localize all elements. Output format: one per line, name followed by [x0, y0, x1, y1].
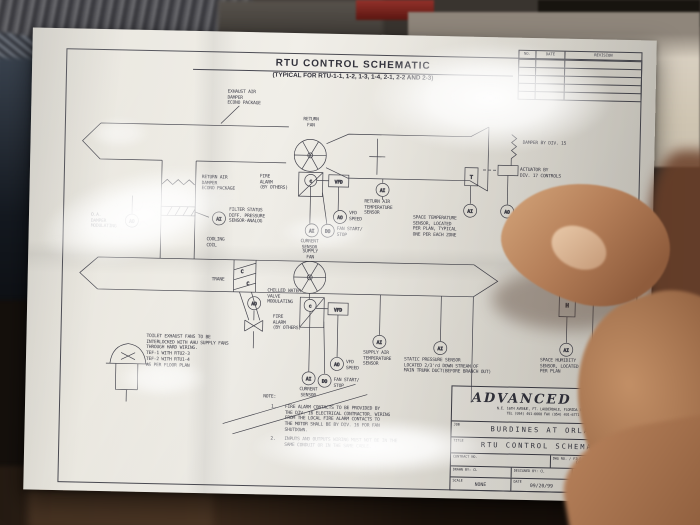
designed-by: DESIGNED BY: CL — [513, 468, 545, 474]
svg-text:c: c — [309, 179, 312, 184]
label-fan-start-stop-supply: FAN START/ STOP — [333, 377, 360, 389]
supply-fan-starter: c VFD AO DO AI — [299, 293, 349, 388]
date-label: DATE — [513, 479, 522, 484]
svg-text:H: H — [565, 303, 568, 309]
label-exhaust-air-damper: EXHAUST AIR DAMPER ECONO PACKAGE — [227, 89, 261, 107]
svg-text:DO: DO — [322, 379, 328, 385]
label-toilet-exhaust: TOILET EXHAUST FANS TO BE INTERLOCKED WI… — [145, 333, 229, 369]
label-cooling-coil: COOLING COIL — [206, 237, 225, 249]
thumbnail — [545, 217, 614, 278]
label-static-pressure: STATIC PRESSURE SENSOR LOCATED 2/3'rd DO… — [403, 357, 492, 376]
label-space-humidity: SPACE HUMIDITY SENSOR, LOCATED PER PLAN — [539, 358, 579, 376]
chilled-water-valve-icon: AO — [239, 291, 264, 349]
supply-air-temp-sensor-icon: AI — [372, 334, 387, 349]
label-fire-alarm-supply: FIRE ALARM (BY OTHERS) — [272, 314, 301, 332]
svg-text:AI: AI — [563, 348, 569, 354]
label-vfd-speed-supply: VFD SPEED — [345, 360, 359, 372]
label-trane: TRANE — [211, 277, 225, 283]
svg-text:AI: AI — [306, 376, 312, 382]
note-1-text: FIRE ALARM CONTACTS TO BE PROVIDED BY TH… — [284, 404, 391, 434]
date-value: 09/20/99 — [529, 484, 554, 490]
svg-text:AI: AI — [467, 209, 473, 215]
label-return-fan: RETURN FAN — [303, 117, 319, 129]
oa-damper-sensor-icon: AO — [125, 213, 139, 228]
label-space-temp: SPACE TEMPERATURE SENSOR, LOCATED PER PL… — [412, 215, 457, 239]
contract-label: CONTRACT NO. — [452, 454, 478, 459]
return-fan-icon — [293, 139, 327, 172]
drawn-by: DRAWN BY: CL — [452, 467, 478, 472]
static-pressure-sensor-icon: AI — [433, 341, 448, 355]
label-fire-alarm-return: FIRE ALARM (BY OTHERS) — [259, 174, 288, 192]
label-supply-air-temp: SUPPLY AIR TEMPERATURE SENSOR — [362, 350, 392, 368]
label-actuator-div17: ACTUATOR BY DIV. 17 CONTROLS — [519, 167, 562, 180]
label-current-sensor-supply: CURRENT SENSOR — [299, 387, 318, 399]
note-1-number: 1. — [270, 404, 277, 410]
scale-value: NONE — [474, 482, 487, 489]
label-fan-start-stop-return: FAN START/ STOP — [336, 226, 363, 238]
svg-text:VFD: VFD — [335, 179, 344, 185]
svg-text:AO: AO — [129, 219, 135, 225]
label-oa-damper: O.A. DAMPER MODULATING — [90, 212, 117, 230]
note-2-text: INPUTS AND OUTPUTS WIRING MUST NOT BE IN… — [284, 436, 398, 450]
job-label: JOB — [453, 422, 460, 427]
svg-text:AI: AI — [380, 188, 386, 194]
svg-text:AO: AO — [504, 209, 510, 215]
zone-damper-assembly: T AI AO — [463, 134, 519, 219]
label-damper-div15: DAMPER BY DIV. 15 — [522, 140, 567, 147]
notes-heading: NOTE: — [263, 394, 277, 400]
svg-text:C: C — [241, 269, 244, 275]
scale-cell: SCALE NONE — [450, 477, 510, 490]
label-chilled-water: CHILLED WATER VALVE MODULATING — [267, 288, 301, 306]
company-logo-text: ADVANCED — [471, 390, 572, 408]
date-cell: DATE 09/20/99 — [510, 478, 572, 492]
svg-text:AI: AI — [216, 216, 222, 222]
title-label: TITLE — [453, 438, 464, 443]
label-vfd-speed-return: VFD SPEED — [348, 211, 362, 223]
svg-text:DO: DO — [325, 229, 331, 235]
toilet-exhaust-fan-icon — [105, 343, 150, 402]
svg-text:C: C — [247, 281, 250, 287]
svg-text:AI: AI — [309, 228, 315, 234]
label-return-air-temp: RETURN AIR TEMPERATURE SENSOR — [364, 199, 393, 217]
svg-text:c: c — [309, 304, 312, 309]
label-return-air-damper: RETURN AIR DAMPER ECONO PACKAGE — [201, 175, 235, 193]
svg-text:AI: AI — [377, 340, 383, 346]
svg-text:AO: AO — [251, 301, 257, 307]
svg-text:VFD: VFD — [334, 307, 343, 313]
svg-text:AI: AI — [437, 346, 443, 352]
label-supply-fan: SUPPLY FAN — [302, 249, 319, 261]
svg-text:AO: AO — [337, 215, 343, 221]
label-filter-status: FILTER STATUS DIFF. PRESSURE SENSOR-ANAL… — [228, 207, 265, 225]
return-air-temp-sensor-icon: AI — [375, 183, 390, 197]
note-2-number: 2. — [270, 436, 276, 442]
svg-text:AO: AO — [334, 362, 340, 368]
filter-status-sensor-icon: AI — [212, 211, 226, 226]
svg-text:T: T — [470, 175, 473, 181]
scale-label: SCALE — [452, 478, 463, 483]
